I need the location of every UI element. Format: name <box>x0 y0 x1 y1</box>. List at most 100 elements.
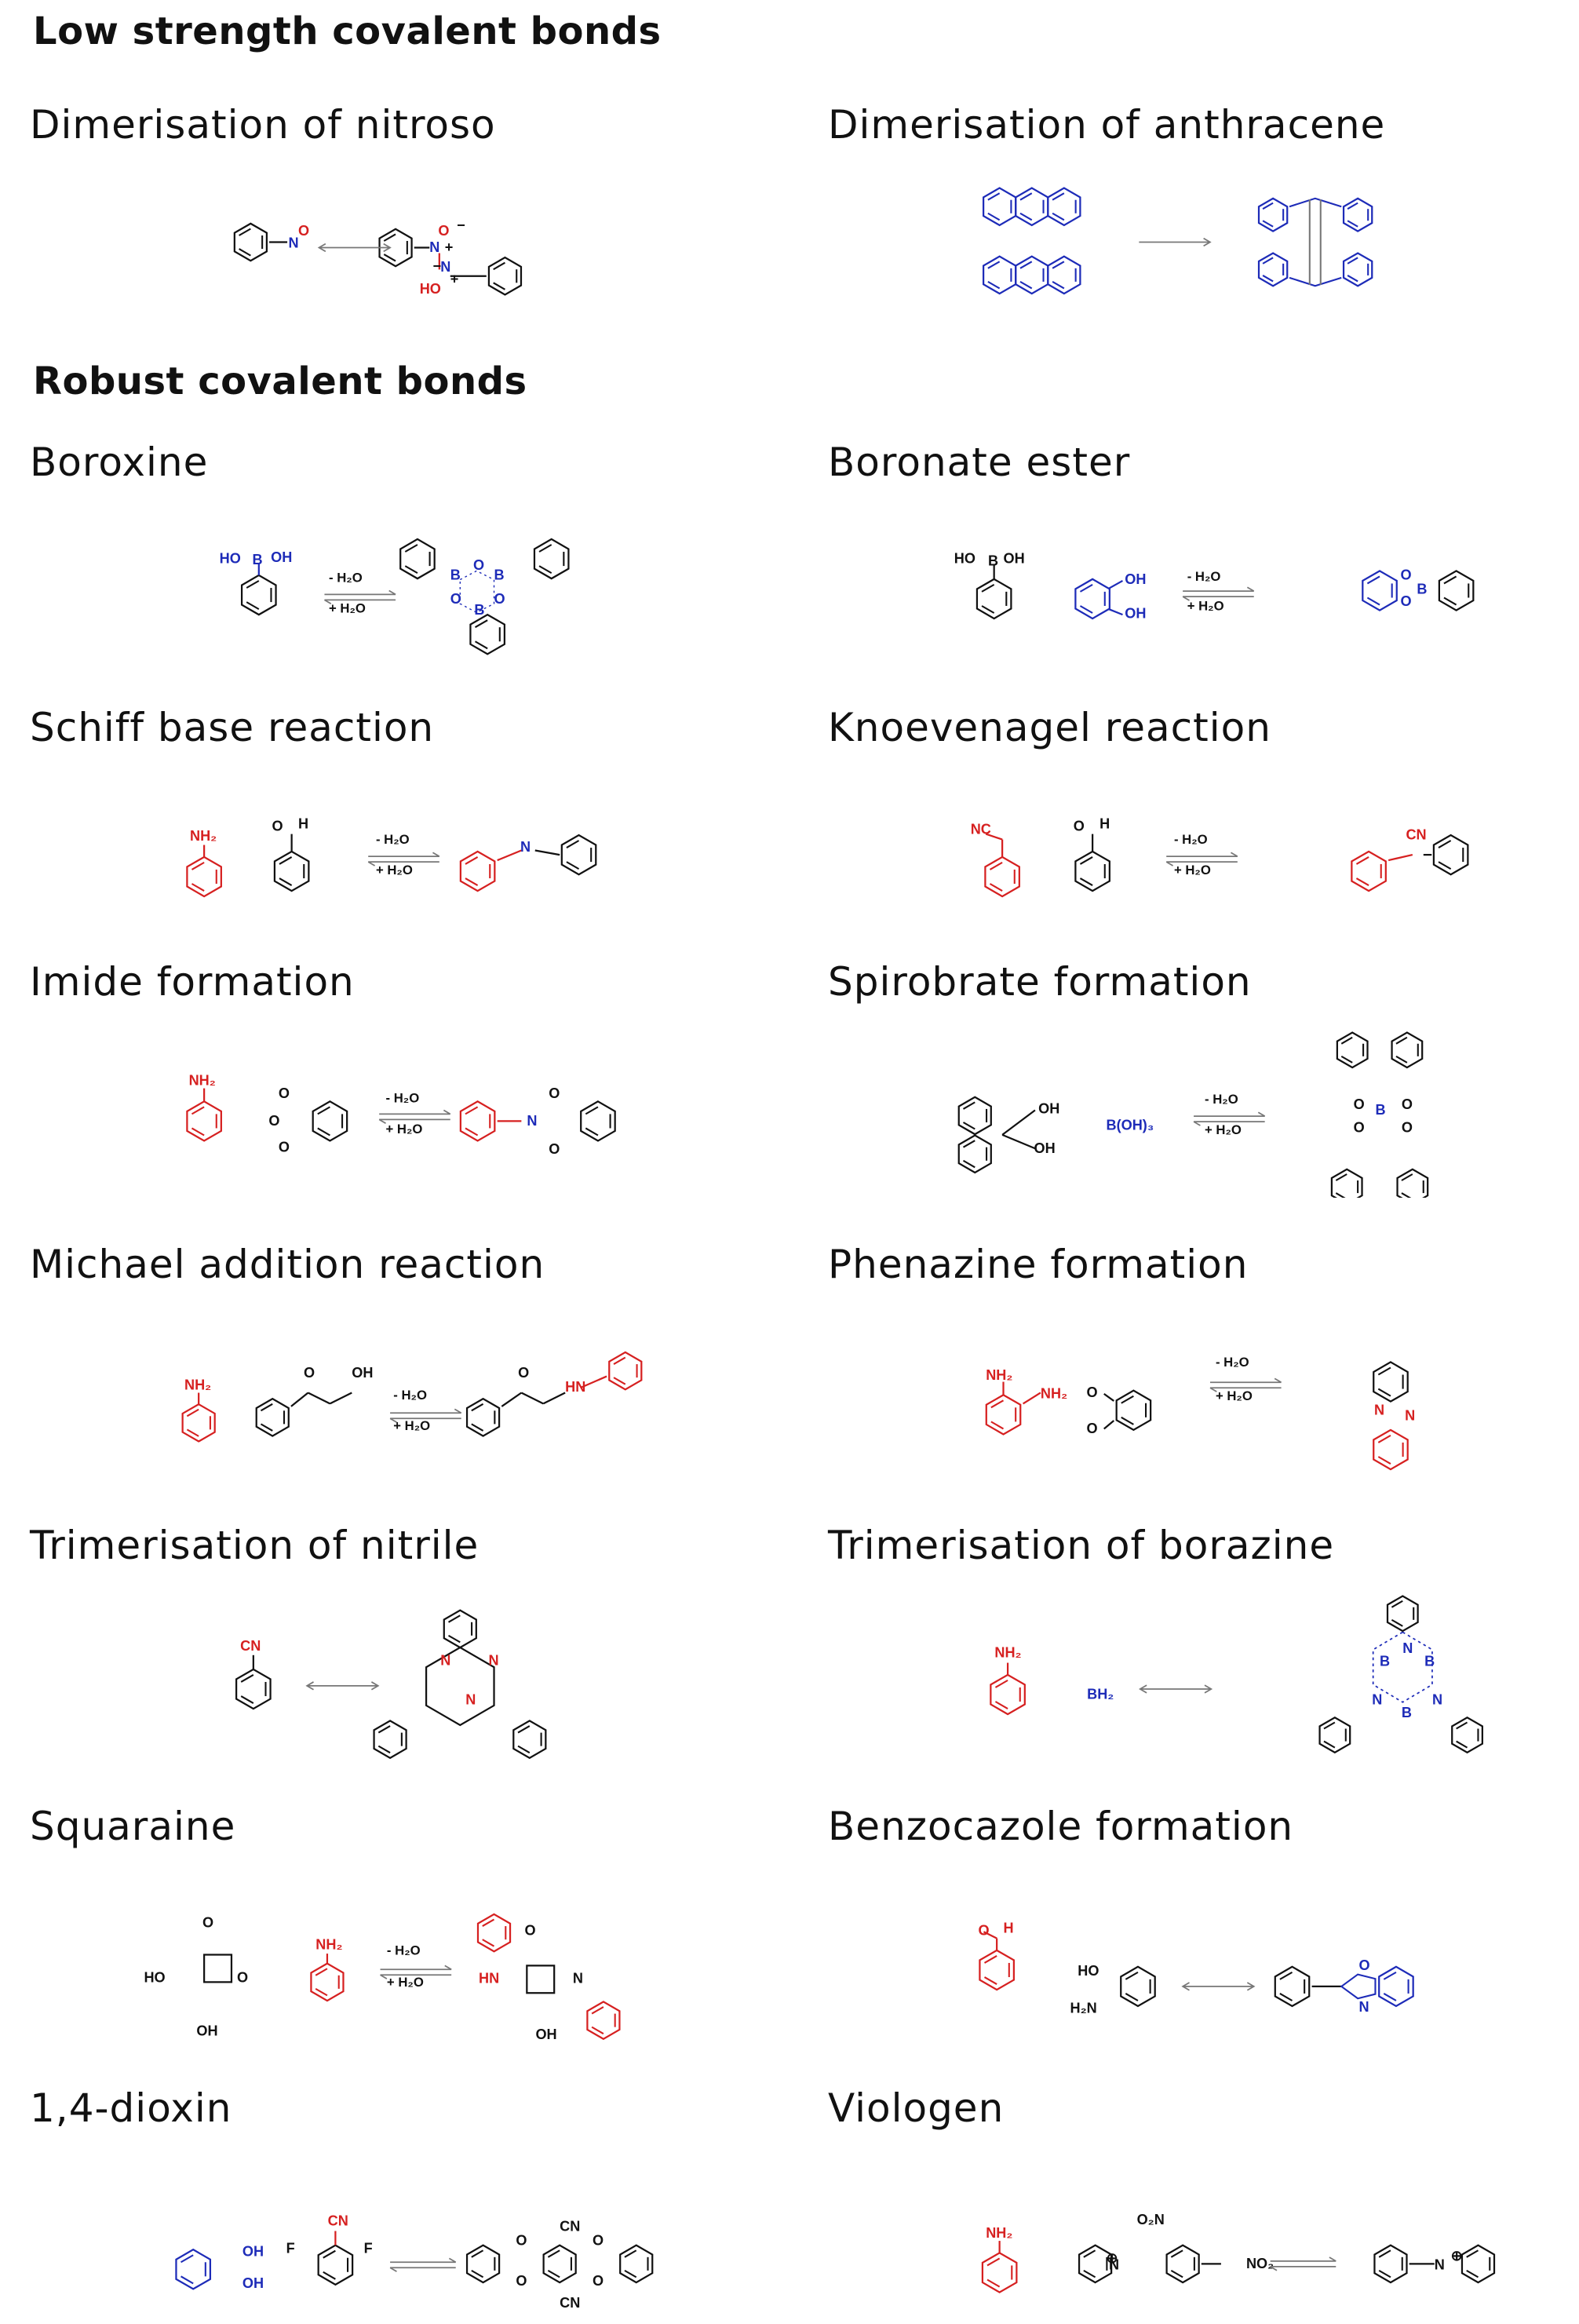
atom-label: O <box>1074 818 1085 834</box>
benzene-ring <box>984 856 1020 898</box>
atom-label: O <box>1354 1096 1365 1112</box>
atom-label: CN <box>240 1638 261 1654</box>
reaction-condition-label: + H₂O <box>1205 1122 1242 1137</box>
atom-label: N <box>1432 1692 1442 1708</box>
atom-label: NH₂ <box>190 828 217 844</box>
atom-label: N <box>465 1692 476 1708</box>
benzene-ring <box>1373 2244 1408 2284</box>
atom-label: OH <box>243 2244 264 2260</box>
benzene-ring <box>175 2248 212 2290</box>
atom-label: O <box>304 1365 315 1381</box>
benzene-ring <box>465 2244 501 2284</box>
atom-label: H <box>1099 816 1110 832</box>
reaction-title: Boronate ester <box>828 440 1131 485</box>
atom-label: N <box>440 259 450 275</box>
reaction-title: Squaraine <box>30 1804 236 1849</box>
atom-label: HN <box>565 1379 585 1395</box>
atom-label: F <box>364 2240 373 2256</box>
equilibrium-arrow <box>1193 1111 1266 1126</box>
equilibrium-arrow <box>1139 237 1212 247</box>
reaction-condition-label: - H₂O <box>329 570 363 585</box>
atom-label: O <box>1086 1385 1097 1400</box>
atom-label: O <box>516 2233 527 2249</box>
equilibrium-arrow <box>367 852 440 866</box>
atom-label: N <box>573 1971 583 1987</box>
atom-label: OH <box>1125 605 1146 621</box>
reaction-condition-label: + H₂O <box>393 1418 430 1433</box>
bond-line <box>501 1392 522 1407</box>
atom-label: O <box>279 1085 290 1101</box>
benzene-ring <box>1330 1168 1363 1198</box>
atom-label: N <box>1435 2257 1445 2272</box>
atom-label: HO <box>220 551 241 567</box>
benzene-ring <box>580 1100 616 1142</box>
atom-label: CN <box>1406 827 1426 843</box>
atom-label: N <box>288 235 298 251</box>
atom-label: B(OH)₃ <box>1107 1118 1154 1133</box>
bond-line <box>581 1375 607 1388</box>
benzene-ring <box>469 613 505 655</box>
reaction-title: Phenazine formation <box>828 1242 1249 1287</box>
atom-label: N <box>1405 1407 1415 1423</box>
reaction-title: Spirobrate formation <box>828 959 1252 1005</box>
atom-label: N <box>1372 1692 1382 1708</box>
benzene-ring <box>1386 1595 1419 1633</box>
triazine-ring <box>425 1646 495 1727</box>
atom-label: OH <box>535 2027 556 2042</box>
reaction-scheme <box>982 187 1373 295</box>
benzene-ring <box>1351 850 1387 892</box>
atom-label: NO₂ <box>1246 2256 1274 2271</box>
reaction-title: Trimerisation of nitrile <box>30 1523 480 1568</box>
atom-label: B <box>1417 582 1427 597</box>
atom-label: NH₂ <box>184 1377 211 1392</box>
benzene-ring <box>186 856 222 898</box>
atom-label: − <box>457 217 465 233</box>
atom-label: O <box>593 2273 604 2289</box>
benzene-ring <box>312 1100 348 1142</box>
benzene-ring <box>1451 1716 1483 1754</box>
atom-label: CN <box>560 2219 580 2235</box>
atom-label: O <box>473 557 484 573</box>
atom-label: + <box>450 272 459 287</box>
atom-label: N <box>1374 1402 1384 1417</box>
squaraine-ring <box>526 1965 556 1994</box>
benzene-ring <box>533 538 570 580</box>
atom-label: O <box>525 1922 536 1938</box>
benzene-ring <box>186 1100 222 1142</box>
equilibrium-arrow <box>389 2257 457 2272</box>
benzene-ring <box>443 1609 477 1649</box>
benzene-ring <box>1078 2244 1113 2284</box>
borazine-ring <box>1372 1631 1433 1703</box>
atom-label: CN <box>328 2213 348 2229</box>
benzene-ring <box>1074 850 1110 892</box>
bond-line <box>542 1392 566 1405</box>
reaction-title: Imide formation <box>30 959 355 1005</box>
benzene-ring <box>317 2244 354 2286</box>
reaction-title: Knoevenagel reaction <box>828 705 1271 750</box>
atom-label: OH <box>1125 571 1146 587</box>
equilibrium-arrow <box>380 1965 452 1979</box>
benzene-ring <box>990 1673 1026 1716</box>
atom-label: O <box>298 223 309 239</box>
atom-label: O <box>237 1969 248 1985</box>
reaction-condition-label: + H₂O <box>386 1122 423 1136</box>
benzene-ring <box>1378 1965 1414 2008</box>
benzene-ring <box>255 1397 290 1437</box>
benzene-ring <box>273 850 310 892</box>
atom-label: N <box>1359 1999 1369 2015</box>
atom-label: OH <box>196 2023 217 2039</box>
atom-label: CN <box>560 2295 580 2311</box>
dimer-ring <box>1342 197 1373 232</box>
